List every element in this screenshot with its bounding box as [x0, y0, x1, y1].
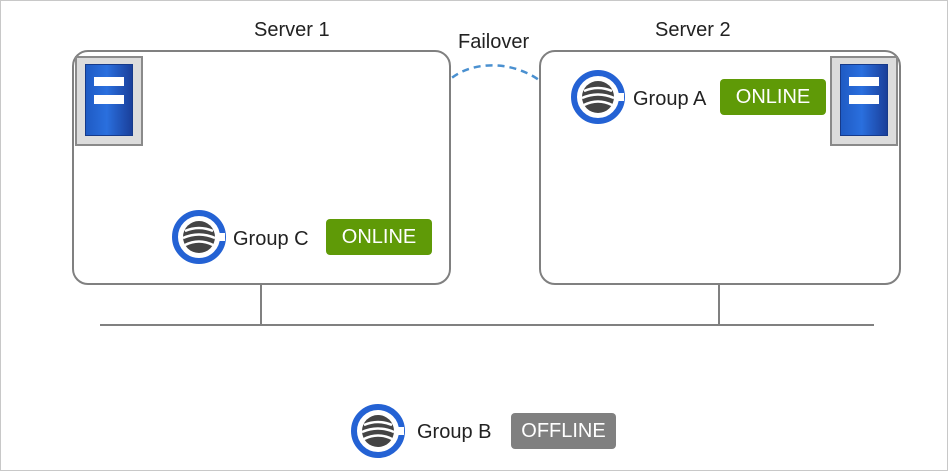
group-a-status-badge: ONLINE	[720, 79, 826, 115]
server1-title: Server 1	[254, 19, 330, 41]
group-a-label: Group A	[633, 88, 707, 110]
server-tower-icon	[830, 56, 898, 146]
server2-title: Server 2	[655, 19, 731, 41]
failover-label: Failover	[458, 31, 530, 53]
group-c-status-badge: ONLINE	[326, 219, 432, 255]
cluster-group-icon	[351, 404, 405, 458]
failover-arrow	[435, 64, 552, 97]
server-tower-icon	[75, 56, 143, 146]
group-b-label: Group B	[417, 421, 492, 443]
cluster-group-icon	[571, 70, 625, 124]
group-b-status-badge: OFFLINE	[511, 413, 616, 449]
group-c-label: Group C	[233, 228, 309, 250]
cluster-group-icon	[172, 210, 226, 264]
